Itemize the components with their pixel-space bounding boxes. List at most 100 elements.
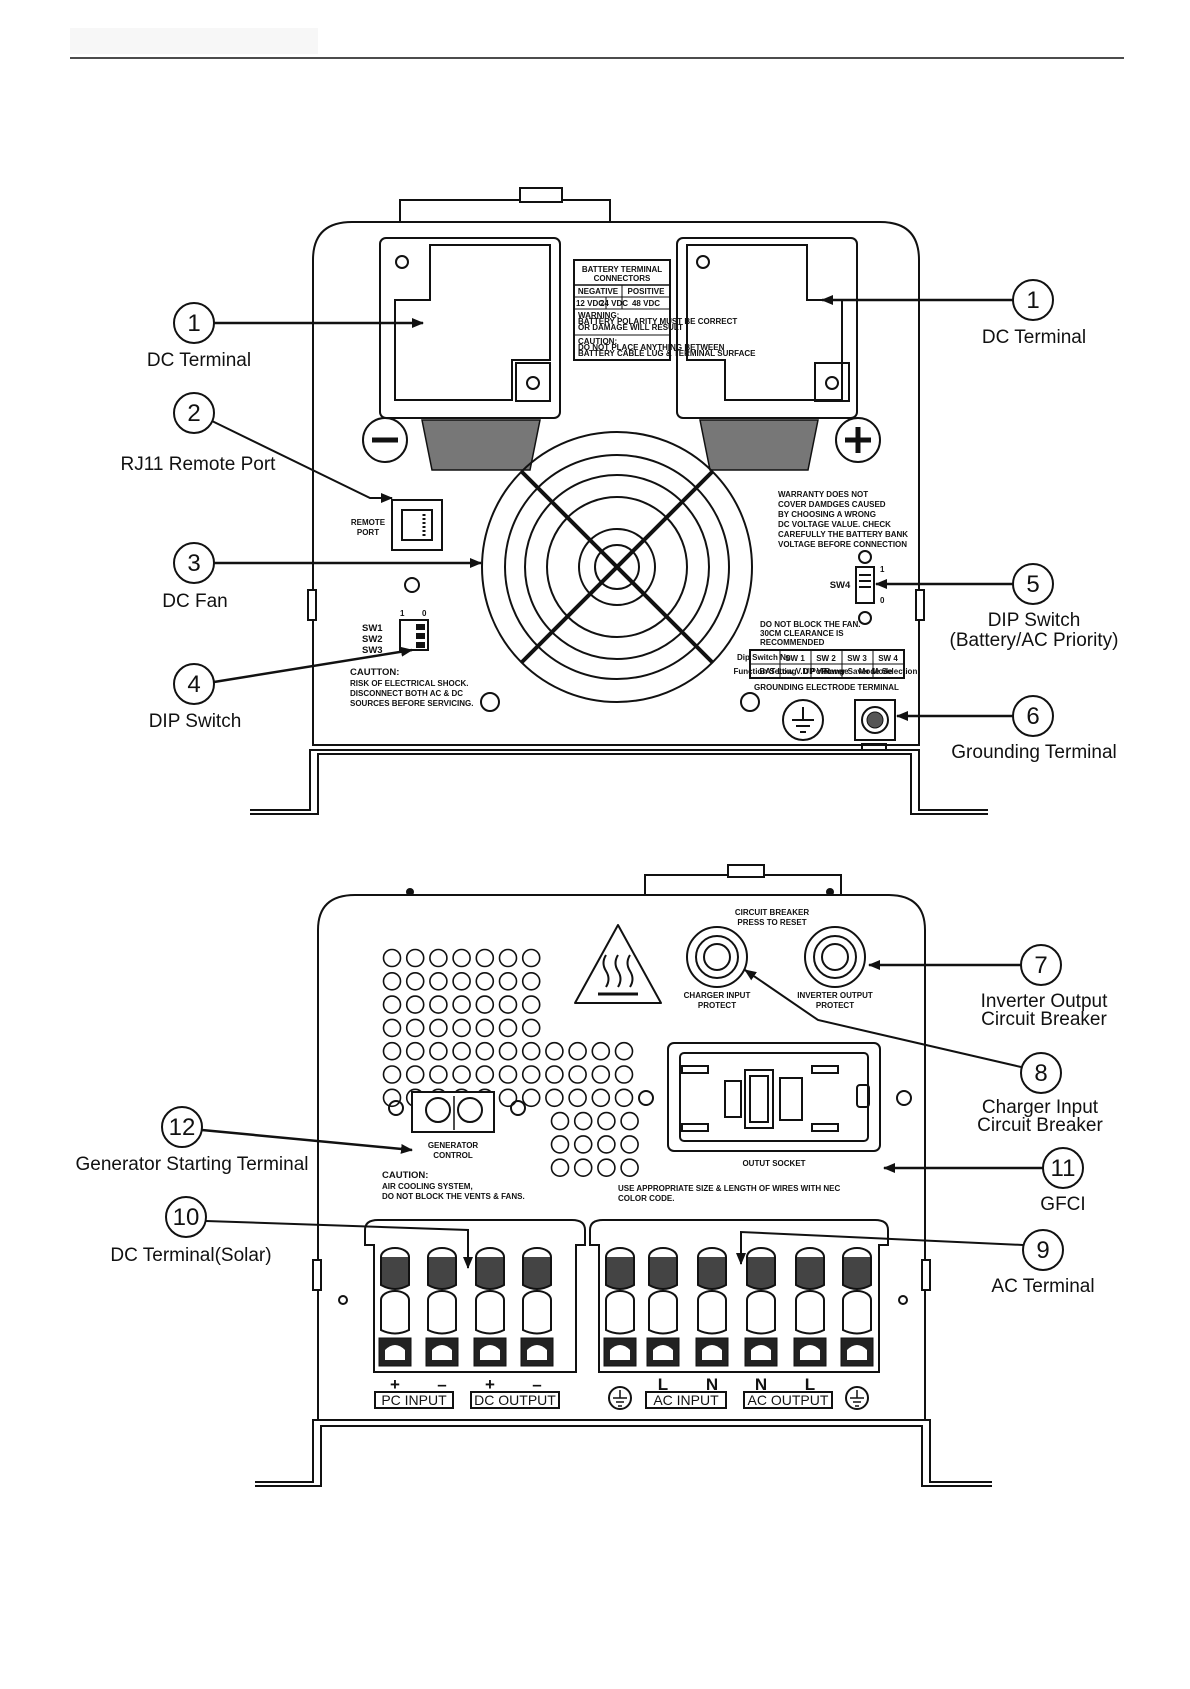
screw-icon bbox=[510, 1100, 526, 1116]
callout-label: GFCI bbox=[1040, 1194, 1085, 1215]
vent-hole bbox=[568, 1065, 587, 1084]
battery-warning-2: BATTERY POLARITY MUST BE CORRECT bbox=[578, 317, 737, 326]
terminal-post bbox=[520, 1247, 554, 1367]
sw-label: SW2 bbox=[362, 634, 383, 645]
vent-hole bbox=[405, 1018, 425, 1038]
vent-hole bbox=[405, 948, 425, 968]
bottom-unit-feet bbox=[255, 1419, 992, 1483]
terminal-post bbox=[744, 1247, 778, 1367]
terminal-post bbox=[840, 1247, 874, 1367]
sw4-top-label: 1 bbox=[880, 565, 885, 574]
callout-label: Grounding Terminal bbox=[951, 742, 1116, 763]
sw4-bottom-label: 0 bbox=[880, 596, 885, 605]
vent-hole bbox=[475, 995, 495, 1014]
callout-1-left: 1 DC Terminal bbox=[147, 302, 424, 371]
screw-icon bbox=[388, 1100, 404, 1116]
vent-hole bbox=[452, 995, 471, 1014]
vent-hole bbox=[475, 1041, 495, 1061]
callout-4: 4 DIP Switch bbox=[149, 646, 413, 732]
callout-number: 8 bbox=[1034, 1060, 1047, 1087]
callout-11: 11 GFCI bbox=[883, 1147, 1086, 1215]
terminal-post bbox=[695, 1247, 729, 1367]
remote-port-label1: REMOTE bbox=[351, 518, 386, 527]
warranty-line: COVER DAMDGES CAUSED bbox=[778, 500, 886, 509]
callouts: 1 DC Terminal 1 DC Terminal 2 RJ11 Remot… bbox=[75, 279, 1118, 1297]
vent-hole bbox=[521, 995, 541, 1014]
ac-symbol: N bbox=[755, 1375, 767, 1394]
circuit-breaker-text-2: PRESS TO RESET bbox=[737, 918, 806, 927]
callout-label: DIP Switch bbox=[149, 711, 242, 732]
terminal-post bbox=[425, 1247, 459, 1367]
warranty-line: VOLTAGE BEFORE CONNECTION bbox=[778, 540, 907, 549]
callout-label-2: Circuit Breaker bbox=[981, 1009, 1107, 1030]
rj11-remote-port: REMOTE PORT bbox=[351, 499, 443, 593]
callout-number: 4 bbox=[187, 671, 200, 698]
positive-dc-terminal bbox=[676, 237, 881, 471]
inverter-output-label2: PROTECT bbox=[816, 1001, 854, 1010]
vent-hole bbox=[382, 948, 402, 968]
header-placeholder bbox=[70, 28, 318, 54]
vent-hole bbox=[521, 948, 541, 968]
terminal-post bbox=[603, 1247, 637, 1367]
callout-9: 9 AC Terminal bbox=[736, 1229, 1095, 1297]
bottom-top-housing bbox=[644, 874, 842, 898]
screw-icon bbox=[858, 550, 872, 564]
callout-number: 9 bbox=[1036, 1237, 1049, 1264]
callout-number: 6 bbox=[1026, 703, 1039, 730]
vent-hole bbox=[620, 1111, 639, 1131]
callout-number: 11 bbox=[1051, 1155, 1076, 1182]
negative-dc-terminal bbox=[362, 237, 561, 471]
vent-hole bbox=[545, 1041, 564, 1061]
callout-label: Inverter Output bbox=[981, 991, 1108, 1012]
callout-label: DIP Switch bbox=[988, 610, 1081, 631]
vent-hole bbox=[521, 1088, 541, 1108]
vent-hole bbox=[620, 1158, 639, 1177]
sw4-dip-switch: SW4 1 0 bbox=[830, 550, 885, 625]
callout-label: DC Terminal bbox=[982, 327, 1086, 348]
sw-label: SW3 bbox=[362, 645, 383, 656]
dip-table-cell: UP V Range bbox=[803, 667, 849, 676]
battery-caution-3: BATTERY CABLE LUG & TERMINAL SURFACE bbox=[578, 349, 756, 358]
dip-table-header: SW 4 bbox=[878, 654, 898, 663]
callout-label-2: Circuit Breaker bbox=[977, 1115, 1103, 1136]
dc-symbol: – bbox=[437, 1375, 446, 1394]
generator-label1: GENERATOR bbox=[428, 1141, 479, 1150]
vent-hole bbox=[475, 1018, 495, 1038]
vent-hole bbox=[429, 1018, 448, 1038]
fan-notice-line: 30CM CLEARANCE IS bbox=[760, 629, 844, 638]
callout-2: 2 RJ11 Remote Port bbox=[121, 392, 393, 503]
ground-icon bbox=[845, 1386, 869, 1410]
inverter-output-breaker: INVERTER OUTPUT PROTECT bbox=[797, 926, 873, 1010]
vent-hole bbox=[573, 1111, 593, 1131]
caution-line: SOURCES BEFORE SERVICING. bbox=[350, 699, 473, 708]
vent-hole bbox=[382, 971, 402, 991]
fan-notice-line: DO NOT BLOCK THE FAN. bbox=[760, 620, 860, 629]
vent-hole bbox=[521, 1065, 541, 1084]
vent-hole bbox=[405, 971, 425, 991]
vent-hole bbox=[452, 948, 471, 968]
grounding-terminal bbox=[854, 699, 896, 751]
vent-hole bbox=[382, 995, 402, 1014]
top-switch bbox=[519, 187, 563, 203]
positive-label: POSITIVE bbox=[628, 287, 666, 296]
vent-hole bbox=[573, 1158, 593, 1177]
vent-hole bbox=[597, 1111, 616, 1131]
generator-label2: CONTROL bbox=[433, 1151, 473, 1160]
vent-hole bbox=[475, 971, 495, 991]
vent-hole bbox=[498, 1018, 518, 1038]
negative-label: NEGATIVE bbox=[578, 287, 619, 296]
callout-number: 7 bbox=[1034, 952, 1047, 979]
vent-hole bbox=[521, 1041, 541, 1061]
vent-hole bbox=[429, 995, 448, 1014]
vent-hole bbox=[545, 1065, 564, 1084]
vent-grid bbox=[382, 948, 639, 1177]
terminal-post bbox=[793, 1247, 827, 1367]
dc-symbol: + bbox=[485, 1375, 495, 1394]
vent-hole bbox=[498, 1041, 518, 1061]
battery-caution-1: CAUTION: bbox=[578, 337, 617, 346]
vent-hole bbox=[475, 1065, 495, 1084]
v24-label: 24 VDC bbox=[600, 299, 628, 308]
sw4-label: SW4 bbox=[830, 580, 851, 591]
vent-hole bbox=[429, 1065, 448, 1084]
